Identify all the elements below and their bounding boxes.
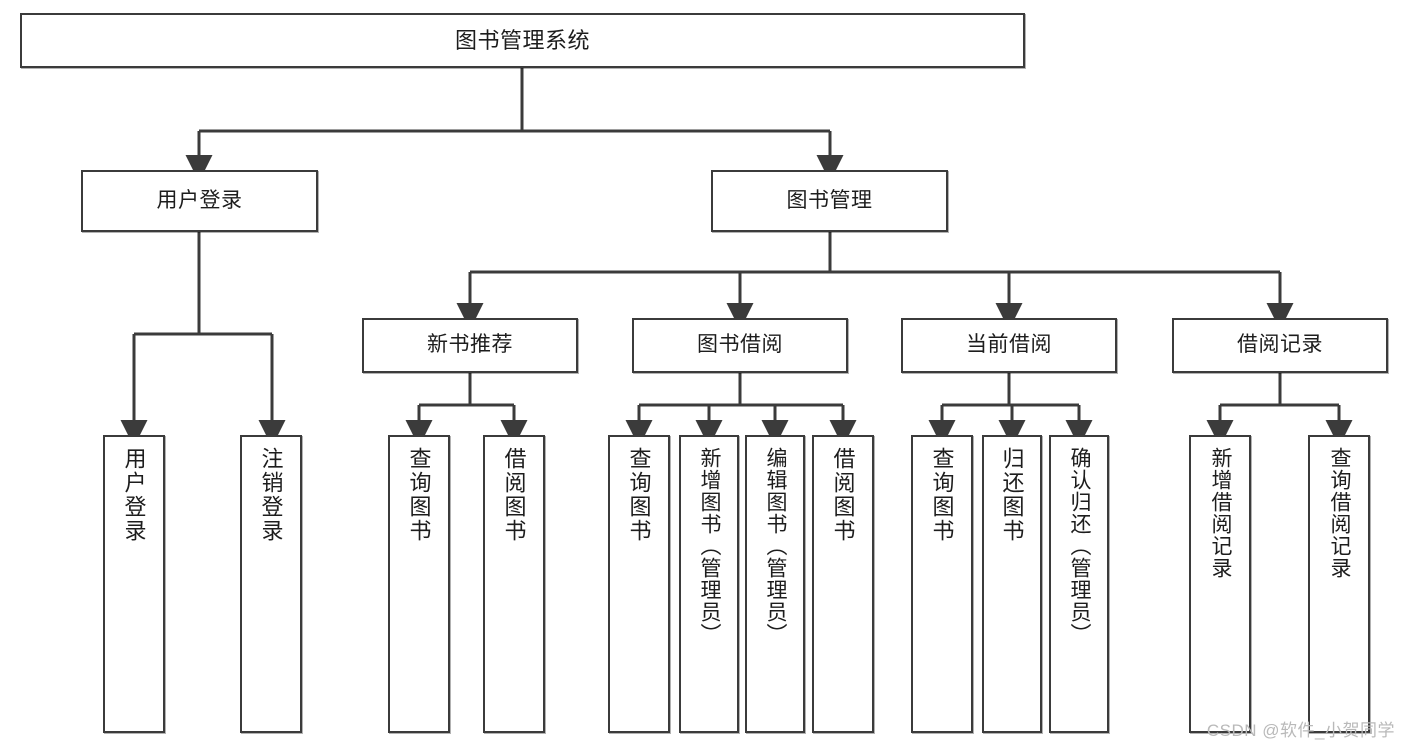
leaf-book-borrow-query[interactable]: 查询图书	[608, 435, 670, 733]
node-label: 归还图书	[999, 447, 1025, 543]
node-label: 新书推荐	[427, 333, 513, 357]
node-label: 用户登录	[156, 188, 243, 212]
node-borrow-record[interactable]: 借阅记录	[1172, 318, 1388, 373]
leaf-user-login-login[interactable]: 用户登录	[103, 435, 165, 733]
node-label: 新增图书（管理员）	[698, 447, 722, 645]
leaf-book-borrow-borrow[interactable]: 借阅图书	[812, 435, 874, 733]
leaf-current-borrow-confirm-admin[interactable]: 确认归还（管理员）	[1049, 435, 1109, 733]
node-label: 图书管理系统	[454, 27, 590, 53]
leaf-new-book-query[interactable]: 查询图书	[388, 435, 450, 733]
csdn-watermark: CSDN @软件_小贺同学	[1206, 721, 1395, 740]
node-label: 图书管理	[786, 188, 873, 212]
leaf-new-book-borrow[interactable]: 借阅图书	[483, 435, 545, 733]
node-label: 查询借阅记录	[1328, 447, 1352, 579]
leaf-borrow-record-query[interactable]: 查询借阅记录	[1308, 435, 1370, 733]
node-label: 图书借阅	[697, 333, 783, 357]
node-book-management[interactable]: 图书管理	[711, 170, 948, 232]
leaf-borrow-record-add[interactable]: 新增借阅记录	[1189, 435, 1251, 733]
node-label: 查询图书	[626, 447, 652, 543]
node-label: 确认归还（管理员）	[1068, 447, 1092, 645]
node-new-book-recommend[interactable]: 新书推荐	[362, 318, 578, 373]
node-label: 编辑图书（管理员）	[764, 447, 788, 645]
leaf-book-borrow-edit-admin[interactable]: 编辑图书（管理员）	[745, 435, 805, 733]
node-label: 查询图书	[406, 447, 432, 543]
leaf-current-borrow-query[interactable]: 查询图书	[911, 435, 973, 733]
node-label: 新增借阅记录	[1209, 447, 1233, 579]
node-label: 注销登录	[258, 447, 284, 543]
node-root-system[interactable]: 图书管理系统	[20, 13, 1025, 68]
node-label: 查询图书	[929, 447, 955, 543]
node-label: 用户登录	[121, 447, 147, 543]
node-label: 借阅图书	[501, 447, 527, 543]
node-book-borrow[interactable]: 图书借阅	[632, 318, 848, 373]
leaf-current-borrow-return[interactable]: 归还图书	[982, 435, 1042, 733]
node-user-login[interactable]: 用户登录	[81, 170, 318, 232]
node-label: 借阅记录	[1237, 333, 1323, 357]
leaf-user-login-logout[interactable]: 注销登录	[240, 435, 302, 733]
node-label: 当前借阅	[966, 333, 1052, 357]
node-current-borrow[interactable]: 当前借阅	[901, 318, 1117, 373]
leaf-book-borrow-add-admin[interactable]: 新增图书（管理员）	[679, 435, 739, 733]
node-label: 借阅图书	[830, 447, 856, 543]
